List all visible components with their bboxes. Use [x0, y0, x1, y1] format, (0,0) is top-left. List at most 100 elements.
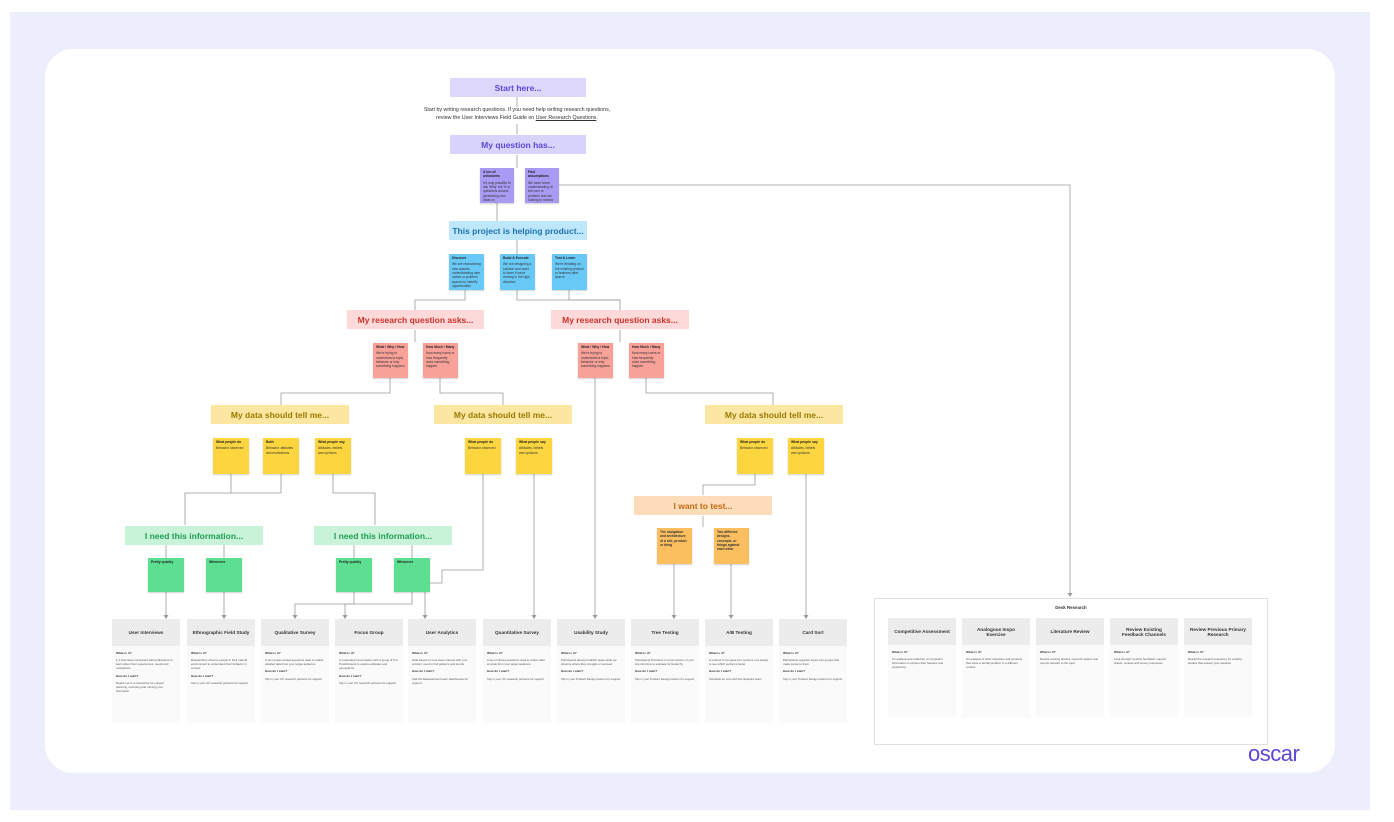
data-tell-banner: My data should tell me...	[705, 405, 843, 424]
what-is-it-label: What is it?	[783, 651, 799, 655]
method-card-focus-group[interactable]: Focus Group What is it?A moderated conve…	[335, 619, 403, 723]
method-title: Tree Testing	[631, 619, 699, 646]
sticky-whenever: Whenever	[206, 558, 242, 592]
what-is-it-label: What is it?	[709, 651, 725, 655]
sticky-title: Discover	[452, 256, 467, 260]
desk-card-description: An analysis of other industries and prod…	[966, 657, 1023, 670]
method-description: Data based on how users interact with yo…	[412, 658, 468, 667]
need-information-banner: I need this information...	[314, 526, 452, 545]
want-to-test-banner: I want to test...	[634, 496, 772, 515]
research-asks-banner: My research question asks...	[551, 310, 689, 329]
method-description: A set of closed questions used to collec…	[487, 658, 545, 667]
desk-card-existing-feedback[interactable]: Review Existing Feedback Channels What i…	[1110, 618, 1178, 718]
what-is-it-label: What is it?	[1040, 650, 1056, 654]
desk-card-literature-review[interactable]: Literature Review What is it? Review exis…	[1036, 618, 1104, 718]
desk-card-title: Analogous Inspo Exercise	[962, 618, 1030, 645]
sticky-what-people-do: What people do Behavior observed	[737, 438, 773, 474]
research-asks-banner: My research question asks...	[347, 310, 484, 329]
what-is-it-label: What is it?	[487, 651, 503, 655]
what-is-it-label: What is it?	[1114, 650, 1130, 654]
desk-card-title: Competitive Assessment	[888, 618, 956, 645]
desk-card-description: Review existing articles, research paper…	[1040, 657, 1099, 666]
sticky-text: Attitudes, beliefs and opinions	[318, 446, 343, 455]
user-research-questions-link[interactable]: User Research Questions	[535, 114, 597, 121]
sticky-title: What / Why / How	[376, 345, 405, 349]
sticky-text: We have some understanding of the user o…	[528, 180, 554, 203]
sticky-two-designs: Two different designs, concepts, or thin…	[714, 528, 749, 564]
desk-card-competitive-assessment[interactable]: Competitive Assessment What is it?An ana…	[888, 618, 956, 718]
desk-card-analogous-inspo[interactable]: Analogous Inspo Exercise What is it?An a…	[962, 618, 1030, 718]
oscar-logo: oscar	[1248, 741, 1300, 766]
method-card-usability-study[interactable]: Usability Study What is it?Participants …	[557, 619, 625, 723]
sticky-text: Attitudes, beliefs and opinions	[519, 446, 544, 455]
method-card-user-interviews[interactable]: User Interviews What is it?1:1 interview…	[112, 619, 180, 723]
method-card-quantitative-survey[interactable]: Quantitative Survey What is it? A set of …	[483, 619, 551, 723]
method-title: A/B Testing	[705, 619, 773, 646]
method-description: 1:1 interviews conducted with participan…	[116, 658, 173, 671]
desk-research-title: Desk Research	[1055, 605, 1087, 610]
method-card-ethnographic-field-study[interactable]: Ethnographic Field Study What is it?Rese…	[187, 619, 255, 723]
desk-card-title: Literature Review	[1036, 618, 1104, 645]
desk-card-previous-research[interactable]: Review Previous Primary Research What is…	[1184, 618, 1252, 718]
sticky-title: Whenever	[209, 560, 226, 564]
sticky-title: How Much / Many	[632, 345, 661, 349]
sticky-title: Pretty quickly	[151, 560, 174, 564]
method-how-to-start: Tap in your UX research partners for sup…	[339, 680, 397, 685]
sticky-title: What people say	[791, 440, 818, 444]
method-title: User Interviews	[112, 619, 180, 646]
sticky-title: What people do	[216, 440, 242, 444]
desk-card-title: Review Existing Feedback Channels	[1110, 618, 1178, 645]
sticky-title: What people say	[318, 440, 345, 444]
sticky-text: Behavior observed	[216, 446, 244, 451]
sticky-title: What people do	[468, 440, 494, 444]
method-description: A moderated conversation with a group of…	[339, 658, 398, 671]
need-information-banner: I need this information...	[125, 526, 263, 545]
what-is-it-label: What is it?	[892, 650, 908, 654]
method-card-card-sort[interactable]: Card Sort What is it?Participants organi…	[779, 619, 847, 723]
sticky-title: Pretty quickly	[339, 560, 362, 564]
method-how-to-start: Tap in your Product Design partner for s…	[635, 676, 695, 681]
sticky-text: We're trying to understand a topic, beha…	[376, 351, 405, 369]
sticky-title: What people do	[740, 440, 766, 444]
sticky-text: Behavior, attitudes and motivations	[266, 446, 294, 455]
desk-card-description: Revisit the research repository for exis…	[1188, 657, 1242, 666]
desk-research-panel: Desk Research Competitive Assessment Wha…	[874, 598, 1268, 745]
sticky-text: It's only possible to ask 'Why' not 'If'…	[483, 180, 511, 203]
sticky-title: Past assumptions	[528, 170, 549, 179]
sticky-whenever: Whenever	[394, 558, 430, 592]
method-card-ab-testing[interactable]: A/B Testing What is it? A method to compa…	[705, 619, 773, 723]
how-do-i-start-label: How do I start?	[635, 669, 658, 674]
how-do-i-start-label: How do I start?	[487, 669, 510, 674]
sticky-title: A ton of unknowns	[483, 170, 500, 179]
start-here-banner: Start here...	[450, 78, 586, 97]
sticky-text: Attitudes, beliefs and opinions	[791, 446, 816, 455]
intro-text: Start by writing research questions. If …	[402, 107, 632, 125]
question-has-banner: My question has...	[450, 135, 586, 154]
how-do-i-start-label: How do I start?	[783, 669, 806, 674]
what-is-it-label: What is it?	[561, 651, 577, 655]
method-how-to-start: Tap in your UX research partners for sup…	[191, 680, 249, 685]
method-description: A method to compare two versions of a de…	[709, 658, 769, 667]
desk-card-title: Review Previous Primary Research	[1184, 618, 1252, 645]
method-card-tree-testing[interactable]: Tree Testing What is it?Participants fin…	[631, 619, 699, 723]
method-title: Qualitative Survey	[261, 619, 329, 646]
method-description: Participants organize topics into groups…	[783, 658, 840, 667]
method-card-user-analytics[interactable]: User Analytics What is it?Data based on …	[408, 619, 476, 723]
intro-suffix: .	[596, 114, 598, 121]
sticky-title: How Much / Many	[426, 345, 455, 349]
sticky-what-people-do: What people do Behavior observed	[213, 438, 249, 474]
sticky-title: What / Why / How	[581, 345, 610, 349]
method-title: Quantitative Survey	[483, 619, 551, 646]
method-card-qualitative-survey[interactable]: Qualitative Survey What is it?A set of o…	[261, 619, 329, 723]
sticky-text: We're iterating on the existing product …	[555, 262, 584, 280]
sticky-text: Behavior observed	[740, 446, 768, 451]
